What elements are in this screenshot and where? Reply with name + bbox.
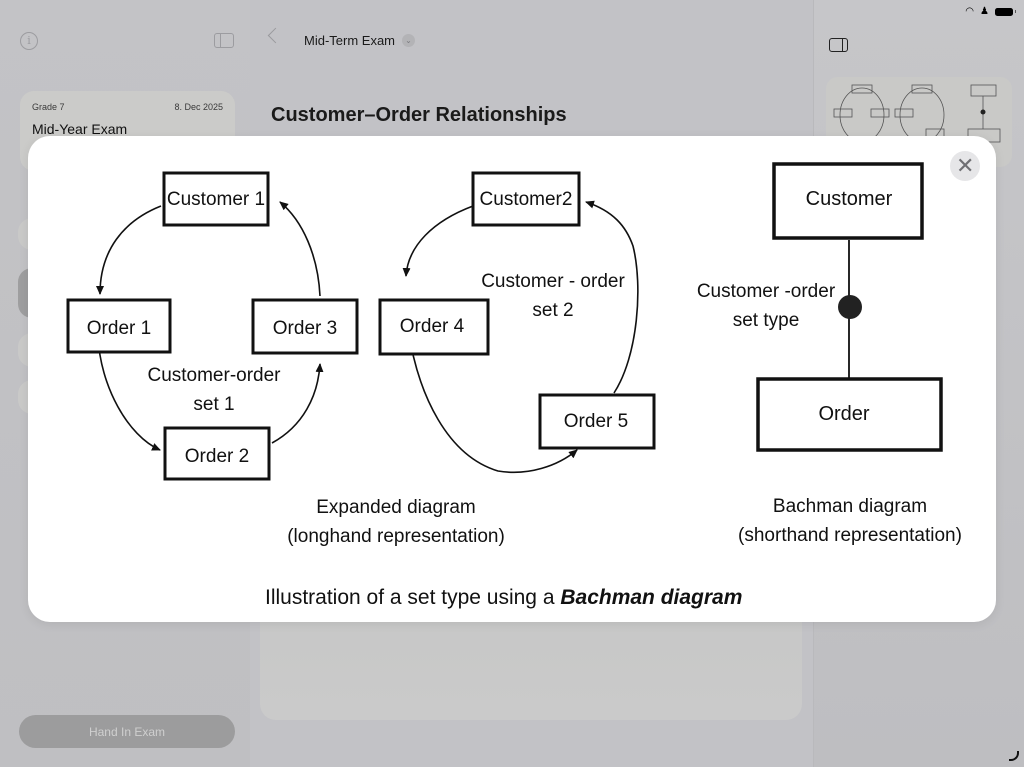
box-bachman-order bbox=[756, 377, 943, 452]
arrow-o2-o3 bbox=[271, 363, 324, 444]
box-order-1 bbox=[66, 298, 172, 354]
label-order-2: Order 2 bbox=[185, 446, 249, 467]
box-customer-2 bbox=[471, 171, 581, 227]
label-set-1-line1: Customer-order bbox=[147, 365, 281, 386]
label-order-5: Order 5 bbox=[564, 411, 628, 432]
box-order-5 bbox=[538, 393, 656, 450]
label-bachman-customer: Customer bbox=[806, 188, 893, 210]
arrow-c1-o1 bbox=[96, 205, 162, 295]
exam-title: Mid-Year Exam bbox=[32, 121, 128, 137]
document-title[interactable]: Mid-Term Exam bbox=[304, 33, 396, 48]
diagram-title: Illustration of a set type using a Bachm… bbox=[265, 586, 742, 609]
chevron-left-icon[interactable] bbox=[267, 27, 284, 44]
image-viewer-modal: ✕ Customer 1 Order 1 Order 2 Order 3 Cus… bbox=[28, 136, 996, 622]
label-set-2-line1: Customer - order bbox=[481, 271, 625, 292]
inspector-icon[interactable] bbox=[829, 38, 848, 52]
bachman-caption-line2: (shorthand representation) bbox=[738, 525, 962, 546]
exam-grade: Grade 7 bbox=[32, 102, 65, 112]
box-customer-1 bbox=[162, 171, 270, 227]
label-set-type-line1: Customer -order bbox=[697, 281, 836, 302]
box-order-4 bbox=[378, 298, 490, 356]
status-bar: ◠ ♟ bbox=[965, 6, 1016, 17]
diagram-title-plain: Illustration of a set type using a bbox=[265, 586, 560, 609]
close-icon[interactable]: ✕ bbox=[950, 151, 980, 181]
box-bachman-customer bbox=[772, 162, 924, 240]
resize-handle[interactable] bbox=[1009, 751, 1019, 761]
label-order-3: Order 3 bbox=[273, 318, 337, 339]
label-set-1-line2: set 1 bbox=[193, 394, 234, 415]
question-title: Customer–Order Relationships bbox=[271, 104, 567, 126]
wifi-icon: ◠ bbox=[965, 6, 975, 17]
label-order-1: Order 1 bbox=[87, 318, 151, 339]
bachman-caption-line1: Bachman diagram bbox=[773, 496, 927, 517]
expanded-caption-line2: (longhand representation) bbox=[287, 526, 505, 547]
arrow-o4-o5 bbox=[407, 327, 578, 474]
expanded-caption-line1: Expanded diagram bbox=[316, 497, 476, 518]
chevron-down-icon[interactable]: ⌄ bbox=[402, 34, 415, 47]
set-type-dot bbox=[838, 295, 862, 319]
battery-icon bbox=[995, 7, 1016, 16]
label-set-type-line2: set type bbox=[733, 310, 800, 331]
info-icon[interactable]: i bbox=[20, 32, 38, 50]
person-icon: ♟ bbox=[980, 6, 989, 17]
label-bachman-order: Order bbox=[818, 403, 869, 425]
box-order-3 bbox=[251, 298, 359, 355]
arrow-o5-c2 bbox=[585, 200, 639, 394]
hand-in-exam-button[interactable]: Hand In Exam bbox=[19, 715, 235, 748]
label-order-4: Order 4 bbox=[400, 316, 465, 337]
sidebar-toggle-icon[interactable] bbox=[214, 33, 234, 48]
box-order-2 bbox=[163, 426, 271, 481]
diagram-title-emphasis: Bachman diagram bbox=[560, 586, 742, 609]
label-set-2-line2: set 2 bbox=[532, 300, 573, 321]
arrow-c2-o4 bbox=[402, 205, 474, 277]
exam-date: 8. Dec 2025 bbox=[174, 102, 223, 112]
label-customer-2: Customer2 bbox=[480, 189, 573, 210]
bachman-diagram: Customer 1 Order 1 Order 2 Order 3 Custo… bbox=[66, 162, 962, 609]
arrow-o3-c1 bbox=[279, 201, 321, 297]
label-customer-1: Customer 1 bbox=[167, 189, 265, 210]
